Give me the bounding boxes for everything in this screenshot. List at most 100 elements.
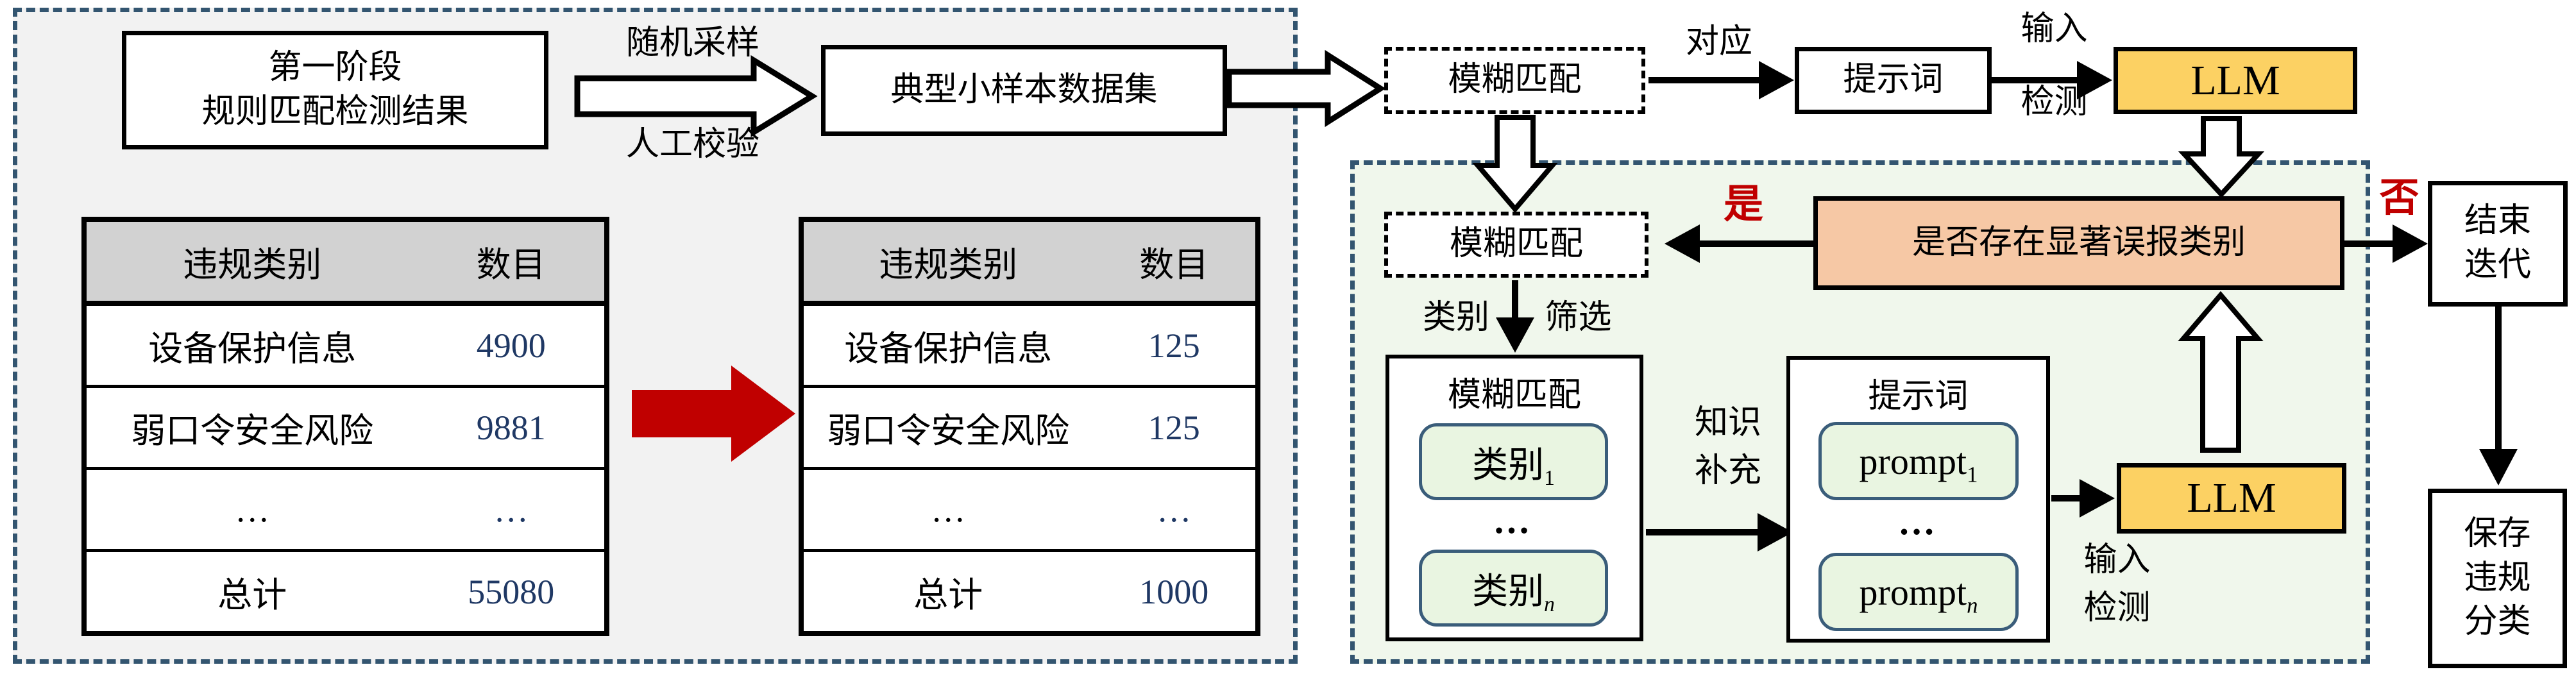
llm-top-down-block-arrow	[2178, 116, 2265, 198]
save-line1: 保存	[2464, 516, 2531, 553]
header-category: 违规类别	[183, 246, 322, 284]
save-classification-box: 保存 违规 分类	[2428, 489, 2567, 668]
category-dots: …	[1493, 500, 1534, 541]
cell-count: 1000	[1139, 572, 1209, 611]
knowledge-supplement-label: 知识 补充	[1665, 399, 1791, 496]
detect-bottom-line: 检测	[2083, 590, 2151, 627]
knowledge-line1: 知识	[1694, 405, 1761, 441]
llm-bottom-up-block-arrow	[2178, 291, 2264, 453]
category-chip-n-text: 类别	[1472, 571, 1545, 612]
cell-category: …	[235, 490, 270, 529]
category-chip-1-sub: 1	[1544, 466, 1555, 490]
knowledge-line2: 补充	[1694, 453, 1761, 490]
input-bottom-line: 输入	[2083, 542, 2151, 578]
save-line2: 违规	[2464, 559, 2531, 596]
cell-count: 9881	[476, 408, 546, 447]
llm-loop-box: LLM	[2117, 463, 2346, 534]
table-reduce-red-arrow	[632, 366, 795, 462]
end-line2: 迭代	[2464, 247, 2531, 283]
yes-label: 是	[1723, 183, 1763, 226]
input-top-label: 输入	[2021, 11, 2088, 47]
fuzzy-match-top-box: 模糊匹配	[1384, 47, 1645, 114]
cell-count: …	[1157, 490, 1192, 529]
prompt-chip-1-label: prompt1	[1859, 440, 1978, 485]
prompt-dots: …	[1898, 501, 1939, 543]
llm-top-box: LLM	[2114, 47, 2357, 114]
no-label: 否	[2379, 176, 2419, 220]
prompt-chip-1-text: prompt	[1859, 440, 1967, 482]
prompt-chip-n-text: prompt	[1859, 571, 1967, 613]
category-container-title: 模糊匹配	[1447, 377, 1581, 414]
table-row: 设备保护信息 4900	[87, 303, 604, 385]
category-label: 类别	[1422, 299, 1489, 336]
table-row: … …	[87, 467, 604, 549]
cell-category: 弱口令安全风险	[827, 412, 1070, 450]
header-count: 数目	[476, 246, 546, 284]
category-chip-n-label: 类别n	[1472, 562, 1555, 616]
table-before-header: 违规类别 数目	[87, 222, 604, 303]
header-category: 违规类别	[879, 246, 1018, 284]
table-row: 设备保护信息 125	[804, 303, 1255, 385]
decision-to-fuzzy-head	[1665, 224, 1700, 263]
table-row: 总计 1000	[804, 549, 1255, 631]
prompt-chip-n: promptn	[1818, 553, 2019, 631]
category-chip-1: 类别1	[1419, 423, 1608, 500]
end-to-save-head	[2479, 449, 2518, 485]
cell-category: 总计	[913, 576, 983, 614]
prompt-chip-n-label: promptn	[1859, 571, 1978, 616]
prompt-chip-1: prompt1	[1818, 422, 2019, 500]
table-row: 弱口令安全风险 9881	[87, 385, 604, 467]
table-row: … …	[804, 467, 1255, 549]
prompt-to-llm-head	[2077, 61, 2112, 99]
dataset-box: 典型小样本数据集	[821, 45, 1227, 136]
prompt-chip-1-sub: 1	[1967, 462, 1978, 487]
table-after-header: 违规类别 数目	[804, 222, 1255, 303]
table-before: 违规类别 数目 设备保护信息 4900 弱口令安全风险 9881 … … 总计 …	[81, 217, 609, 636]
filter-label: 筛选	[1545, 299, 1612, 336]
table-row: 总计 55080	[87, 549, 604, 631]
fuzzy-top-down-block-arrow	[1472, 115, 1558, 214]
category-to-prompt-head	[1758, 513, 1793, 552]
cell-category: 弱口令安全风险	[131, 412, 374, 450]
table-row: 弱口令安全风险 125	[804, 385, 1255, 467]
fuzzy-to-container-head	[1496, 317, 1534, 353]
sample-block-arrow	[574, 55, 818, 138]
cell-count: 125	[1148, 408, 1200, 447]
stage1-title-text: 第一阶段 规则匹配检测结果	[201, 46, 468, 134]
cell-count: 4900	[476, 326, 546, 365]
cell-category: 总计	[217, 576, 287, 614]
prompt-container-title: 提示词	[1868, 378, 1969, 415]
prompt-chip-n-sub: n	[1967, 593, 1978, 618]
decision-to-end-head	[2393, 224, 2428, 263]
header-count: 数目	[1139, 246, 1209, 284]
category-chip-1-text: 类别	[1472, 445, 1545, 485]
category-chip-1-label: 类别1	[1472, 436, 1555, 490]
dataset-to-fuzzy-block-arrow	[1226, 49, 1386, 128]
decision-box: 是否存在显著误报类别	[1813, 196, 2344, 290]
sampling-label: 随机采样	[625, 25, 759, 62]
end-line1: 结束	[2464, 203, 2531, 240]
input-detect-bottom-label: 输入 检测	[2058, 536, 2176, 633]
stage1-title-box: 第一阶段 规则匹配检测结果	[122, 31, 548, 149]
cell-count: 125	[1148, 326, 1200, 365]
fuzzy-to-prompt-head	[1759, 61, 1794, 99]
detect-top-label: 检测	[2021, 84, 2088, 121]
cell-category: …	[931, 490, 966, 529]
save-line3: 分类	[2464, 603, 2531, 641]
category-chip-n-sub: n	[1544, 592, 1555, 616]
correspond-label: 对应	[1685, 24, 1752, 60]
fuzzy-match-loop-box: 模糊匹配	[1384, 212, 1648, 278]
table-after: 违规类别 数目 设备保护信息 125 弱口令安全风险 125 … … 总计 10…	[799, 217, 1260, 636]
save-classification-text: 保存 违规 分类	[2464, 512, 2530, 645]
cell-count: …	[493, 490, 529, 529]
prompt-word-top-box: 提示词	[1795, 47, 1992, 114]
cell-category: 设备保护信息	[148, 330, 357, 368]
end-iteration-text: 结束 迭代	[2464, 199, 2531, 287]
cell-count: 55080	[468, 572, 555, 611]
cell-category: 设备保护信息	[844, 330, 1053, 368]
end-iteration-box: 结束 迭代	[2428, 181, 2568, 307]
stage1-title-line2: 规则匹配检测结果	[201, 93, 469, 130]
manual-check-label: 人工校验	[625, 126, 759, 163]
